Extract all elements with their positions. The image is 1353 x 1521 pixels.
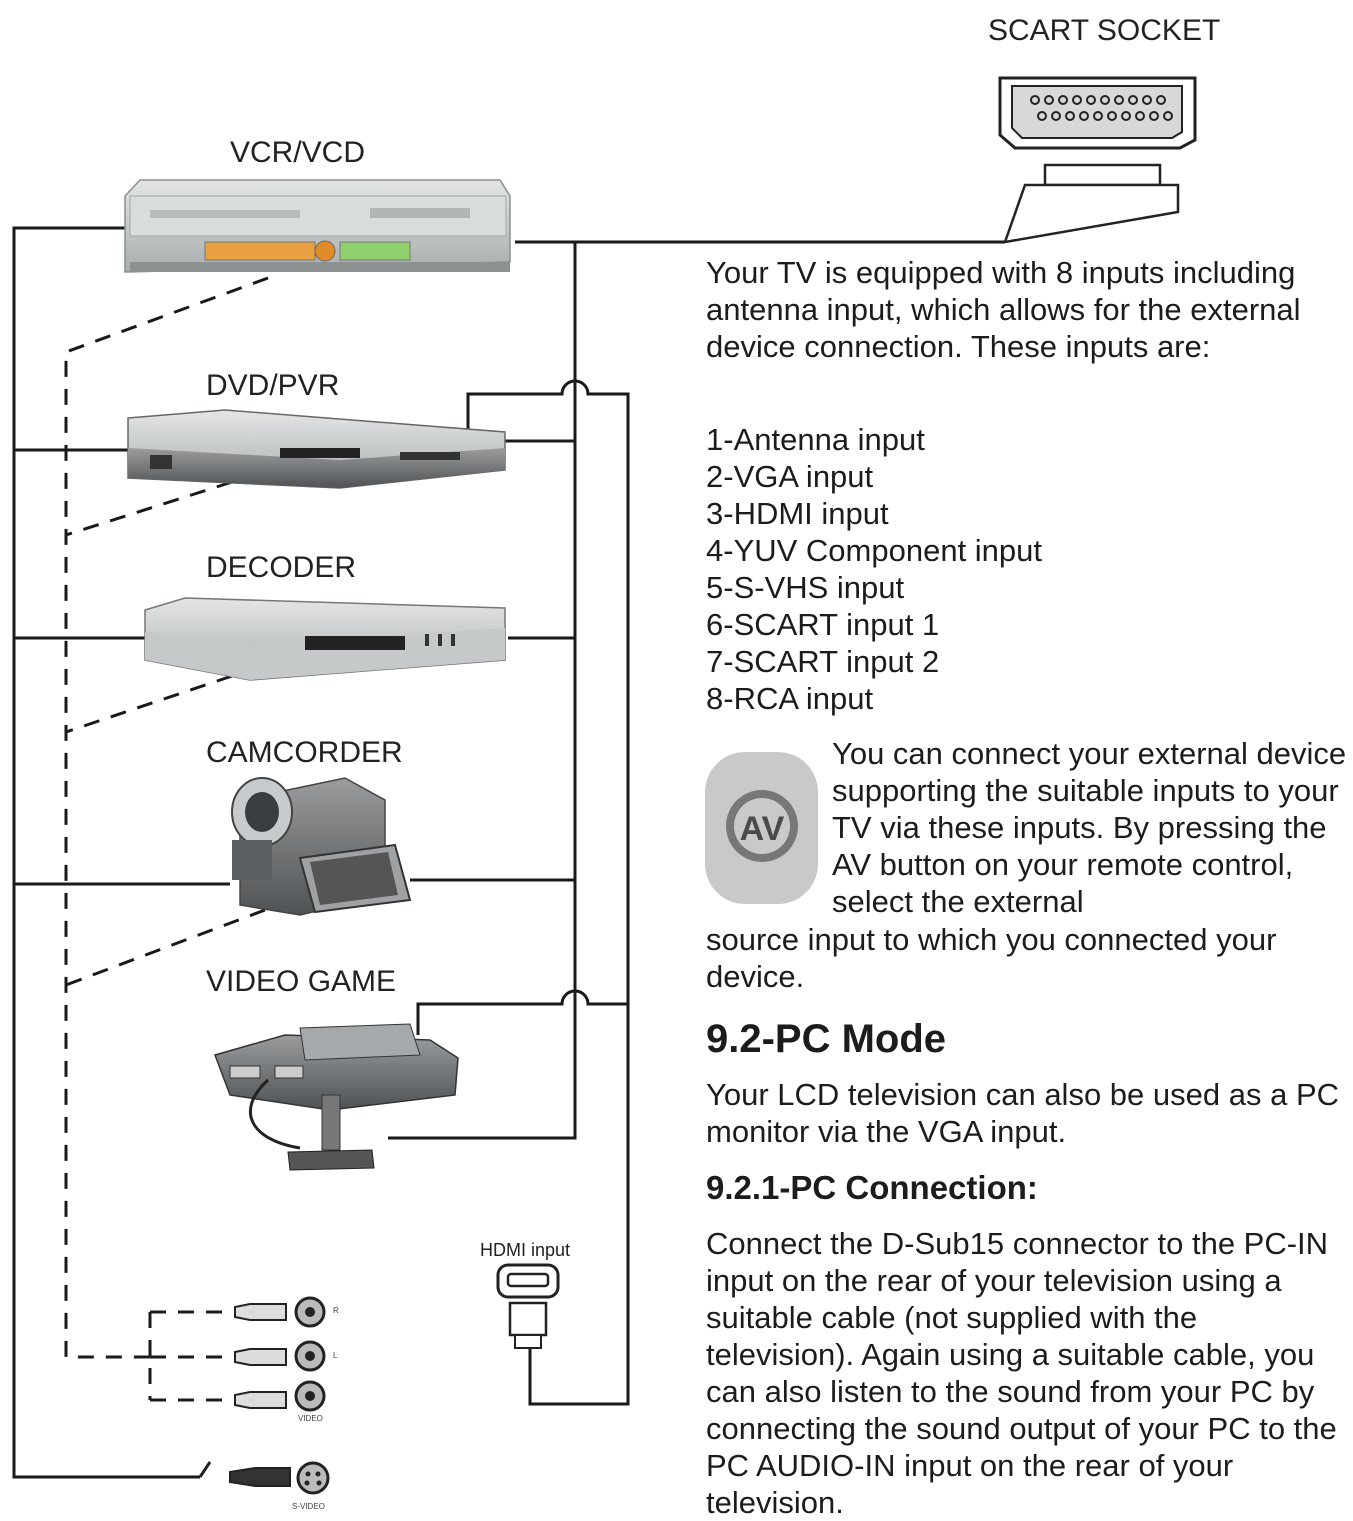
vcr-vcd-label: VCR/VCD: [230, 136, 365, 169]
scart-socket-icon: [998, 76, 1197, 244]
rca-jack-icon: [294, 1296, 326, 1412]
video-game-label: VIDEO GAME: [206, 965, 396, 998]
dvd-pvr-device: [127, 409, 506, 489]
hdmi-input-label: HDMI input: [480, 1240, 570, 1260]
intro-paragraph: Your TV is equipped with 8 inputs includ…: [706, 255, 1301, 364]
list-item: 7-SCART input 2: [706, 644, 940, 679]
list-item: 6-SCART input 1: [706, 607, 940, 642]
dvd-pvr-label: DVD/PVR: [206, 369, 339, 402]
s-video-plug-icon: [198, 1461, 291, 1487]
jack-s-video-label: S-VIDEO: [292, 1502, 325, 1511]
hdmi-connector-icon: [496, 1263, 560, 1349]
jack-video-label: VIDEO: [298, 1414, 323, 1423]
dashed-cables: [64, 276, 269, 1402]
list-item: 8-RCA input: [706, 681, 874, 716]
scart-socket-label: SCART SOCKET: [988, 14, 1220, 47]
s-video-jack-icon: [296, 1461, 330, 1495]
solid-cables: [12, 226, 1005, 1479]
jack-l-label: L: [333, 1351, 338, 1360]
list-item: 3-HDMI input: [706, 496, 889, 531]
inputs-list: 1-Antenna input 2-VGA input 3-HDMI input…: [706, 421, 1346, 717]
pc-mode-paragraph: Your LCD television can also be used as …: [706, 1077, 1340, 1149]
vcr-vcd-device: [124, 179, 511, 273]
list-item: 4-YUV Component input: [706, 533, 1043, 568]
av-paragraph: You can connect your external device sup…: [832, 736, 1347, 919]
decoder-device: [144, 597, 506, 681]
camcorder-device: [231, 777, 412, 916]
camcorder-label: CAMCORDER: [206, 736, 403, 769]
decoder-label: DECODER: [206, 551, 356, 584]
list-item: 1-Antenna input: [706, 422, 925, 457]
av-button-label: AV: [740, 810, 785, 848]
av-paragraph-continued: source input to which you connected your…: [706, 922, 1277, 994]
jack-r-label: R: [333, 1306, 339, 1315]
pc-connection-paragraph: Connect the D-Sub15 connector to the PC-…: [706, 1226, 1337, 1520]
rca-plug-icon: [234, 1303, 287, 1409]
pc-connection-heading: 9.2.1-PC Connection:: [706, 1169, 1038, 1206]
list-item: 5-S-VHS input: [706, 570, 905, 605]
av-button-icon: AV: [705, 752, 818, 904]
pc-mode-heading: 9.2-PC Mode: [706, 1017, 947, 1061]
list-item: 2-VGA input: [706, 459, 874, 494]
video-game-device: [214, 1023, 459, 1171]
